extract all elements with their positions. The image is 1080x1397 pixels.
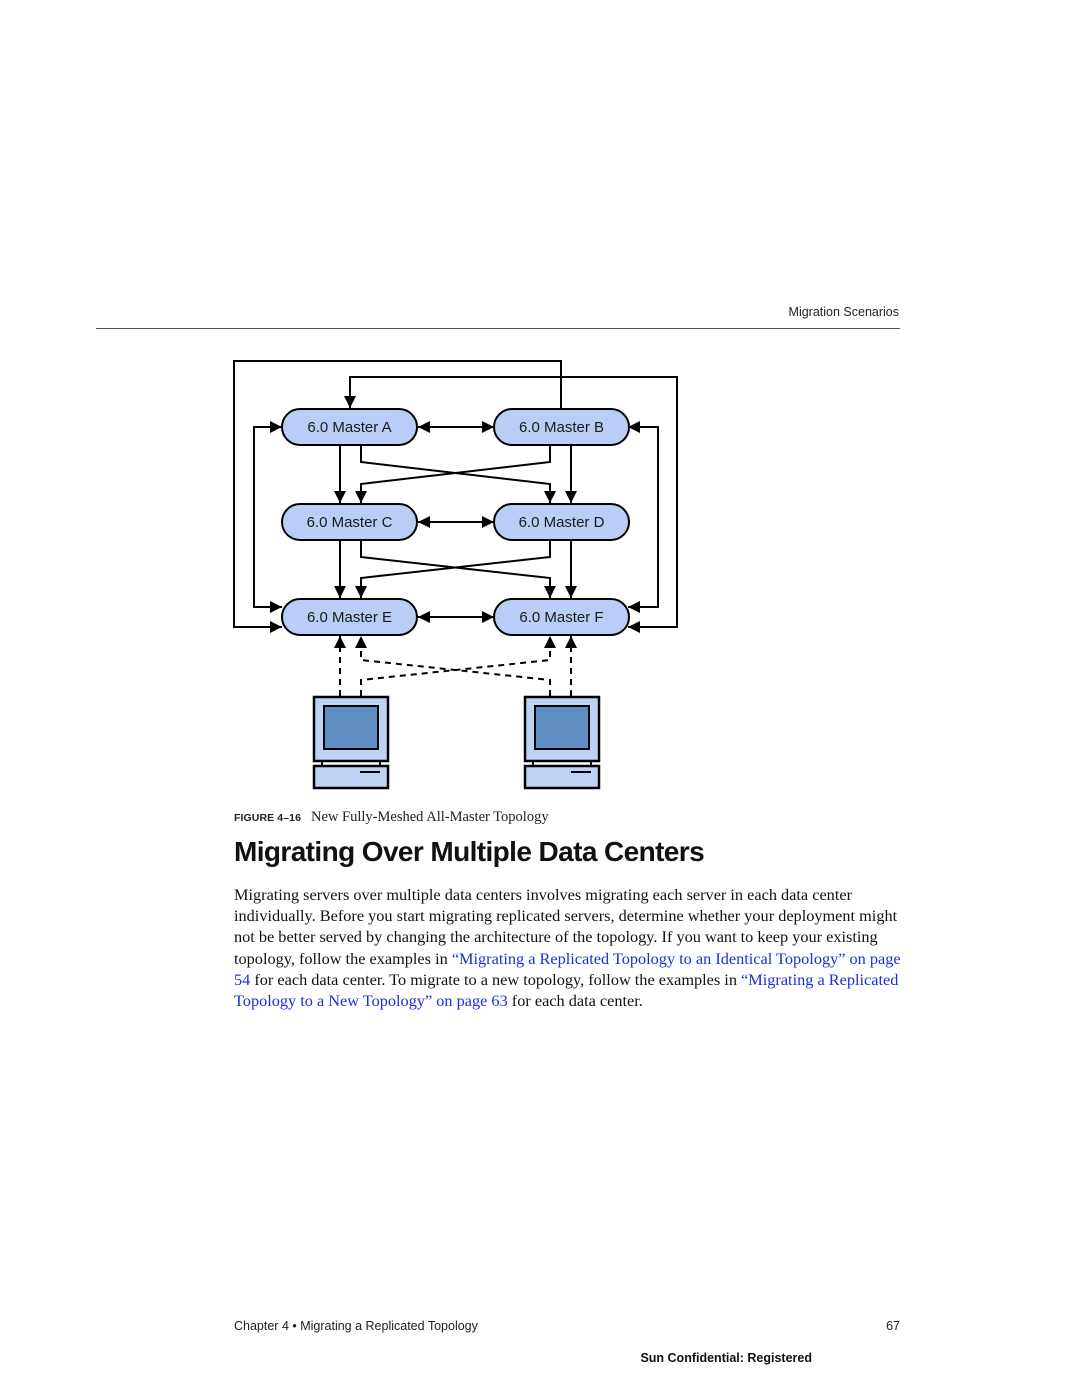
link-outer-right <box>344 376 678 633</box>
figure-title: New Fully-Meshed All-Master Topology <box>311 809 549 825</box>
node-master-f: 6.0 Master F <box>493 598 630 636</box>
node-master-d: 6.0 Master D <box>493 503 630 541</box>
link-left-brace <box>253 421 282 613</box>
header-rule <box>96 328 900 329</box>
body-paragraph: Migrating servers over multiple data cen… <box>234 884 902 1011</box>
topology-diagram: 6.0 Master A 6.0 Master B 6.0 Master C 6… <box>233 360 678 790</box>
node-master-c: 6.0 Master C <box>281 503 418 541</box>
node-master-b: 6.0 Master B <box>493 408 630 446</box>
link-right-brace <box>628 421 659 613</box>
link-b-c <box>355 445 551 503</box>
figure-caption: FIGURE 4–16 New Fully-Meshed All-Master T… <box>234 809 549 826</box>
node-label-b: 6.0 Master B <box>519 419 604 436</box>
node-master-e: 6.0 Master E <box>281 598 418 636</box>
section-title: Migrating Over Multiple Data Centers <box>234 836 705 867</box>
link-outer-left <box>233 360 562 633</box>
client-link-1-f <box>360 636 556 696</box>
node-label-a: 6.0 Master A <box>307 419 391 436</box>
node-label-e: 6.0 Master E <box>307 609 392 626</box>
running-head: Migration Scenarios <box>788 305 899 319</box>
node-label-c: 6.0 Master C <box>307 514 393 531</box>
node-master-a: 6.0 Master A <box>281 408 418 446</box>
link-identical-topology[interactable]: “Migrating a Replicated Topology to an I… <box>234 948 901 989</box>
figure-number: FIGURE 4–16 <box>234 812 302 824</box>
computer-icon-left <box>312 695 390 790</box>
computer-icon-right <box>523 695 601 790</box>
body-text-3: for each data center. <box>507 991 643 1011</box>
link-d-e <box>355 540 551 598</box>
node-label-f: 6.0 Master F <box>519 609 603 626</box>
node-label-d: 6.0 Master D <box>519 514 605 531</box>
body-text-2: for each data center. To migrate to a ne… <box>250 969 742 989</box>
client-link-2-e <box>355 636 551 696</box>
link-new-topology[interactable]: “Migrating a Replicated Topology to a Ne… <box>234 969 899 1011</box>
body-text-1: Migrating servers over multiple data cen… <box>234 885 898 968</box>
page-number: 67 <box>886 1319 900 1333</box>
footer-chapter: Chapter 4 • Migrating a Replicated Topol… <box>234 1319 478 1333</box>
confidential-notice: Sun Confidential: Registered <box>640 1351 812 1365</box>
link-c-f <box>360 540 556 598</box>
